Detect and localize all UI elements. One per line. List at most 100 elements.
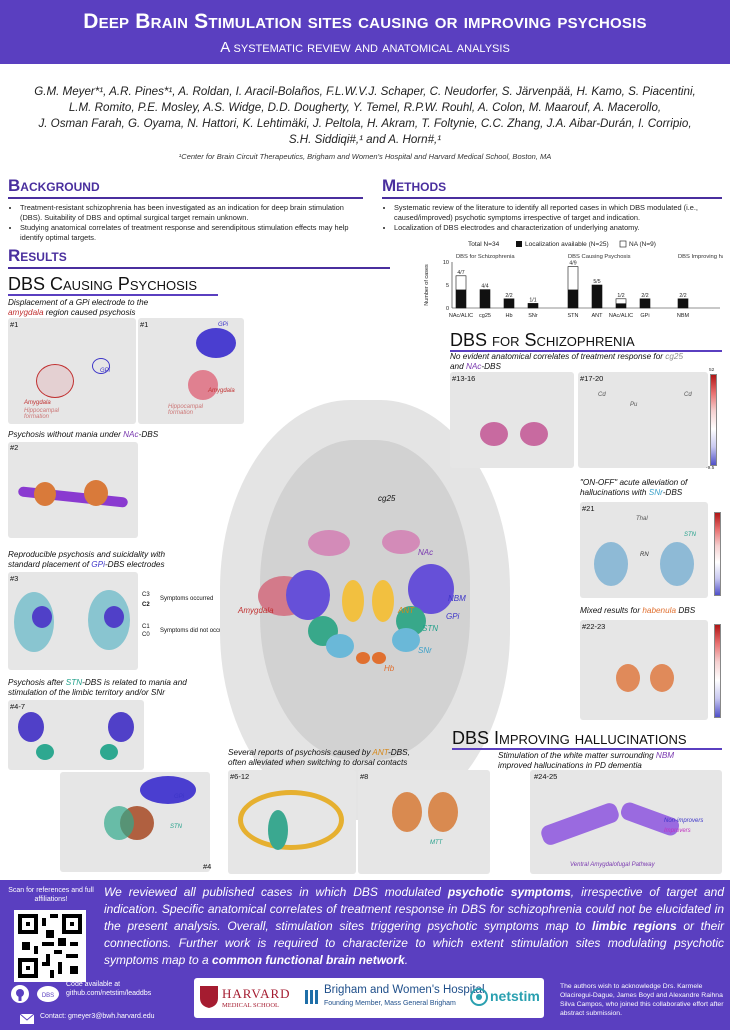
- summary-part: We reviewed all published cases in which…: [104, 885, 448, 899]
- summary-bold: limbic regions: [592, 919, 677, 933]
- qr-code[interactable]: [14, 910, 86, 982]
- caption-text: -DBS is related to mania and: [82, 678, 187, 687]
- code-link[interactable]: github.com/netstim/leaddbs: [66, 990, 152, 997]
- causing-heading: DBS Causing Psychosis: [8, 274, 198, 294]
- netstim-logo-text: netstim: [490, 988, 540, 1004]
- hb-left: [356, 652, 370, 664]
- case-number: #4: [203, 862, 212, 871]
- legend-total: Total N=34: [468, 241, 500, 248]
- contact-label: C1: [142, 624, 150, 630]
- colorbar: [714, 512, 721, 596]
- summary-bold: psychotic symptoms: [447, 885, 571, 899]
- x-tick-label: Hb: [505, 313, 512, 319]
- github-icon[interactable]: [10, 984, 30, 1009]
- label-pathway: Ventral Amygdalofugal Pathway: [570, 862, 655, 868]
- fornix-tract: [238, 790, 344, 850]
- label-rn: RN: [640, 552, 649, 558]
- figure-case4-7: [8, 700, 144, 770]
- gpi-3d-left: [286, 570, 330, 620]
- bullet-item: Systematic review of the literature to i…: [394, 203, 724, 222]
- contact-label: C2: [142, 602, 150, 608]
- case-number: #22-23: [582, 622, 606, 631]
- caption-habenula: habenula: [642, 606, 677, 615]
- bar-localized: [504, 298, 514, 308]
- summary-part: or their connections. Further work is re…: [104, 919, 724, 967]
- poster-footer: Scan for references and full affiliation…: [0, 880, 730, 1030]
- gpi-core: [32, 606, 52, 628]
- caption-text: improved hallucinations in PD dementia: [498, 761, 642, 770]
- caption-case2: Psychosis without mania under NAc-DBS: [8, 430, 158, 440]
- nbm-3d-right: [408, 564, 454, 614]
- caption-text: often alleviated when switching to dorsa…: [228, 758, 408, 767]
- methods-rule: [382, 197, 722, 199]
- y-tick-label: 5: [446, 283, 449, 289]
- summary-part: , irrespective of target and indication.…: [104, 885, 724, 933]
- group-label: DBS Improving hallucinations: [678, 254, 723, 260]
- caption-case1: Displacement of a GPi electrode to the a…: [8, 298, 228, 318]
- label-amygdala: Amygdala: [238, 606, 274, 615]
- bar-localized: [616, 303, 626, 308]
- figure-case17-20: Pu Cd Cd: [578, 372, 708, 468]
- ant-region: [392, 792, 422, 832]
- gpi-region: [108, 712, 134, 742]
- label-gpi: GPi: [446, 612, 460, 621]
- summary-part: .: [404, 953, 409, 967]
- leaddbs-logo-icon: DBS: [36, 984, 60, 1009]
- label-symptoms-occurred: Symptoms occurred: [160, 596, 214, 602]
- figure-case6-12: [228, 770, 356, 874]
- x-tick-label: NAc/ALIC: [609, 313, 633, 319]
- background-bullets: Treatment-resistant schizophrenia has be…: [8, 203, 368, 243]
- caption-cg25: cg25: [665, 352, 684, 361]
- background-heading: Background: [8, 176, 100, 195]
- group-label: DBS for Schizophrenia: [456, 254, 515, 260]
- svg-text:DBS: DBS: [42, 993, 54, 999]
- caption-snr: SNr: [648, 488, 663, 497]
- caption-case3: Reproducible psychosis and suicidality w…: [8, 550, 165, 570]
- caption-text: stimulation of the limbic territory and/…: [8, 688, 165, 697]
- central-brain-figure: cg25 NAc NBM Amygdala ANT GPi STN SNr Hb: [200, 380, 530, 850]
- bar-value-label: 4/7: [457, 270, 464, 276]
- code-label: Code available at: [66, 981, 121, 988]
- qr-caption: Scan for references and full affiliation…: [8, 887, 94, 903]
- author-list: G.M. Meyer*¹, A.R. Pines*¹, A. Roldan, I…: [10, 84, 720, 148]
- caption-text: Several reports of psychosis caused by: [228, 748, 373, 757]
- contact-email[interactable]: Contact: gmeyer3@bwh.harvard.edu: [40, 1013, 155, 1020]
- bar-localized: [528, 303, 538, 308]
- contact-label: C3: [142, 592, 150, 598]
- case-number: #1: [10, 320, 19, 329]
- netstim-logo-icon: [470, 988, 488, 1011]
- caption-gpi: GPi: [91, 560, 105, 569]
- legend-swatch-na: [619, 240, 627, 248]
- summary-bold: common functional brain network: [212, 953, 405, 967]
- background-rule: [8, 197, 363, 199]
- mail-icon: [19, 1011, 35, 1029]
- schizo-heading: DBS for Schizophrenia: [450, 330, 635, 350]
- stn-region: [100, 744, 118, 760]
- caption-text: -DBS: [138, 430, 159, 439]
- caption-text: "ON-OFF" acute alleviation of: [580, 478, 688, 487]
- legend-na: NA (N=9): [629, 241, 656, 248]
- caption-halluc: Stimulation of the white matter surround…: [498, 751, 724, 771]
- caption-stn: STN: [65, 678, 83, 687]
- harvard-logo-text: HARVARD: [222, 986, 291, 1001]
- bar-value-label: 2/2: [679, 293, 686, 299]
- bar-localized: [678, 298, 688, 308]
- label-hippocampus: Hippocampal formation: [168, 404, 204, 416]
- label-stn: STN: [170, 824, 182, 830]
- gpi-3d: [196, 328, 236, 358]
- label-hb: Hb: [384, 664, 395, 673]
- nac-region: [480, 422, 508, 446]
- poster-title: Deep Brain Stimulation sites causing or …: [83, 10, 647, 33]
- bar-value-label: 2/2: [505, 293, 512, 299]
- bar-localized: [592, 285, 602, 308]
- harvard-shield-icon: [200, 986, 218, 1013]
- caption-text: Psychosis without mania under: [8, 430, 124, 439]
- colorbar: [710, 374, 717, 466]
- caption-case4: Psychosis after STN-DBS is related to ma…: [8, 678, 187, 698]
- nac-left: [308, 530, 350, 556]
- case-number: #1: [140, 320, 149, 329]
- caption-text: hallucinations with: [580, 488, 649, 497]
- colorbar-max: 52: [709, 368, 715, 373]
- qr-code-icon: [18, 914, 82, 978]
